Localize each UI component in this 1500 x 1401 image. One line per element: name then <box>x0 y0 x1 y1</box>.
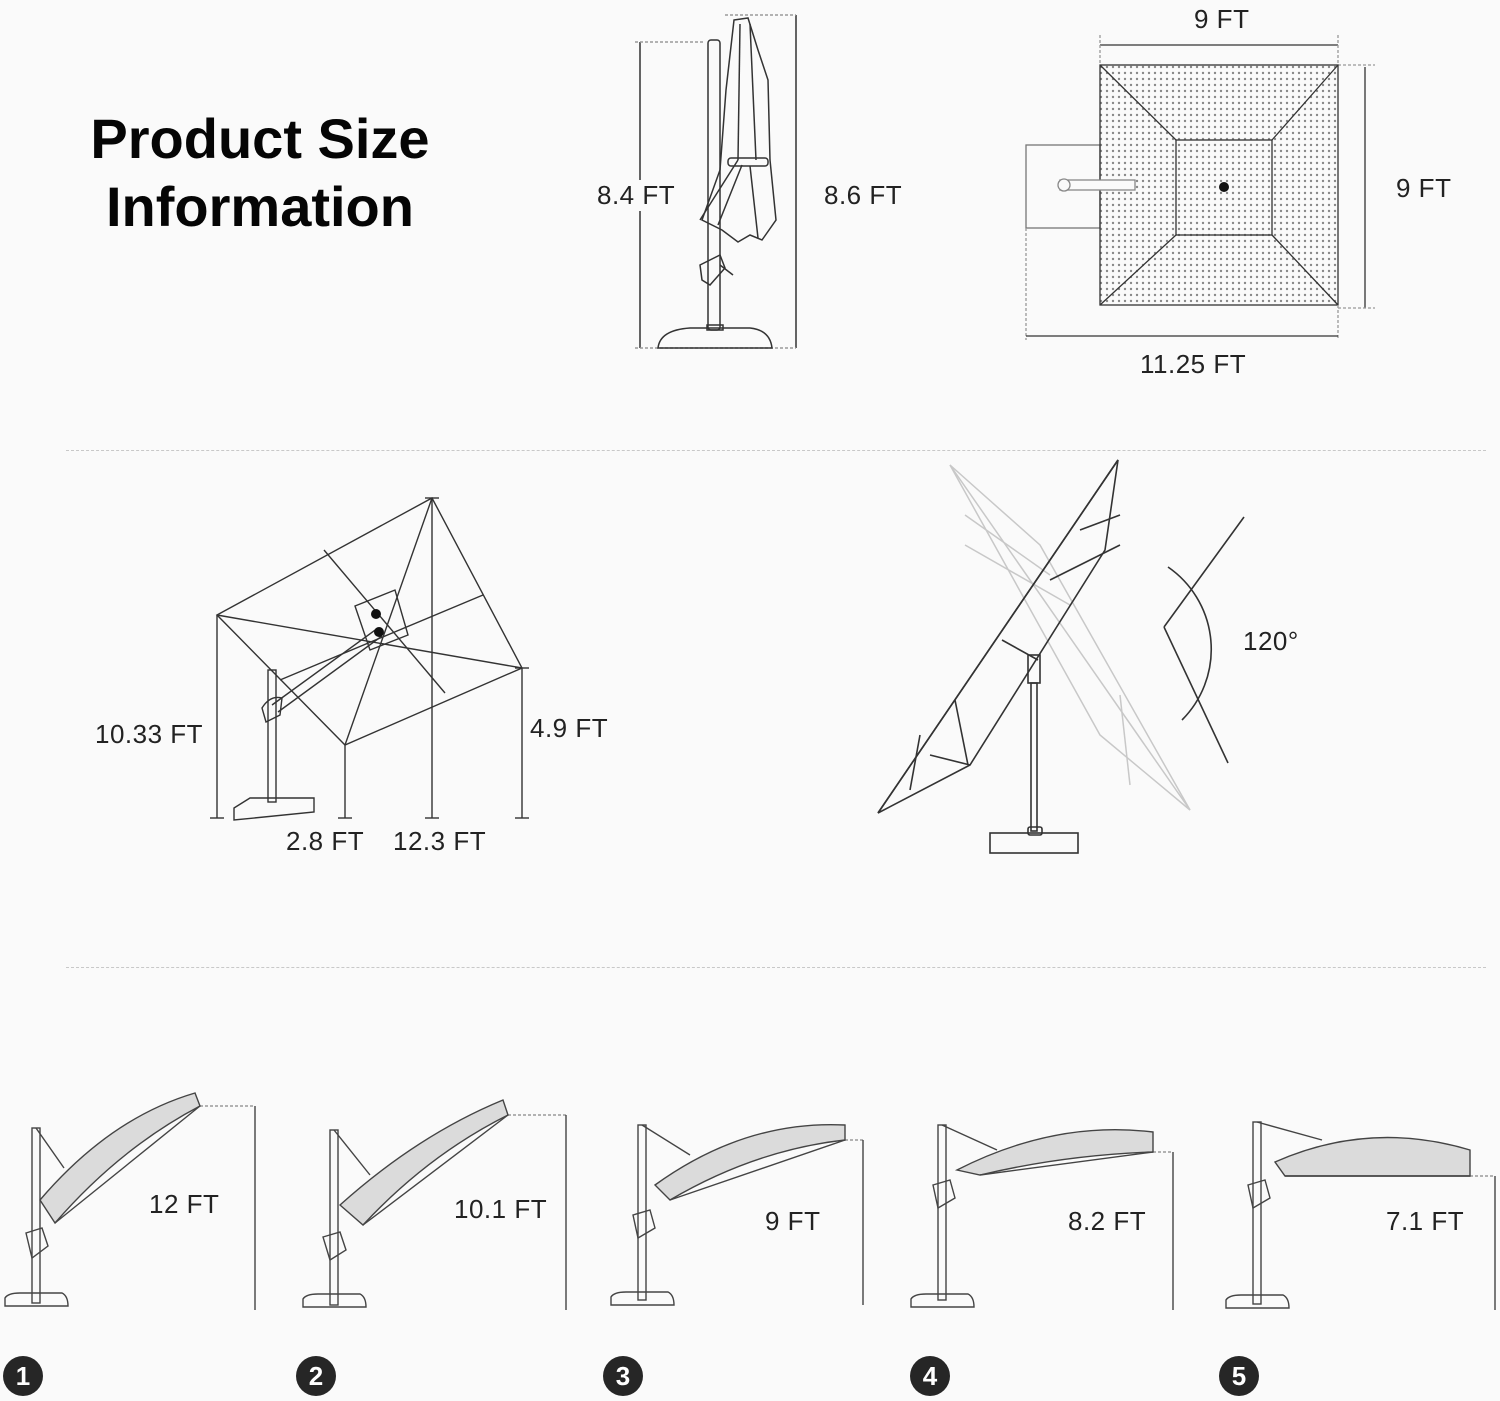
rotation-angle-label: 120° <box>1243 626 1299 656</box>
open-umbrella-icon <box>210 497 529 821</box>
span-label: 12.3 FT <box>393 826 487 856</box>
tilt-height-label: 12 FT <box>149 1189 220 1219</box>
total-height-label: 8.6 FT <box>824 180 903 210</box>
section-divider-1 <box>66 450 1486 451</box>
tilt-height-label: 8.2 FT <box>1068 1206 1147 1236</box>
tilt-height-label: 10.1 FT <box>454 1194 548 1224</box>
tilted-umbrella-icon <box>910 1124 1174 1310</box>
rotating-umbrella-icon <box>877 459 1245 854</box>
tilted-umbrella-icon <box>610 1123 864 1306</box>
tilted-umbrella-icon <box>302 1099 567 1310</box>
tilt-height-label: 9 FT <box>765 1206 821 1236</box>
canopy-top-view-icon <box>1025 35 1375 340</box>
total-length-label: 11.25 FT <box>1140 349 1247 379</box>
section-divider-2 <box>66 967 1486 968</box>
page-title: Product Size Information <box>60 105 460 241</box>
tilted-umbrella-icon <box>4 1092 256 1310</box>
pole-height-label: 8.4 FT <box>597 180 676 211</box>
step-number-badge: 1 <box>3 1356 43 1396</box>
canopy-depth-label: 9 FT <box>1396 173 1452 203</box>
canopy-width-label: 9 FT <box>1194 4 1250 34</box>
step-number-badge: 3 <box>603 1356 643 1396</box>
title-line-2: Information <box>106 175 414 238</box>
step-number-badge: 4 <box>910 1356 950 1396</box>
offset-label: 2.8 FT <box>286 826 365 856</box>
tilt-height-label: 7.1 FT <box>1386 1206 1465 1236</box>
max-height-label: 10.33 FT <box>95 719 204 750</box>
tilted-umbrella-icon <box>1225 1121 1496 1310</box>
low-edge-height-label: 4.9 FT <box>530 713 609 743</box>
title-line-1: Product Size <box>90 107 430 170</box>
closed-umbrella-icon <box>635 14 797 349</box>
step-number-badge: 5 <box>1219 1356 1259 1396</box>
step-number-badge: 2 <box>296 1356 336 1396</box>
